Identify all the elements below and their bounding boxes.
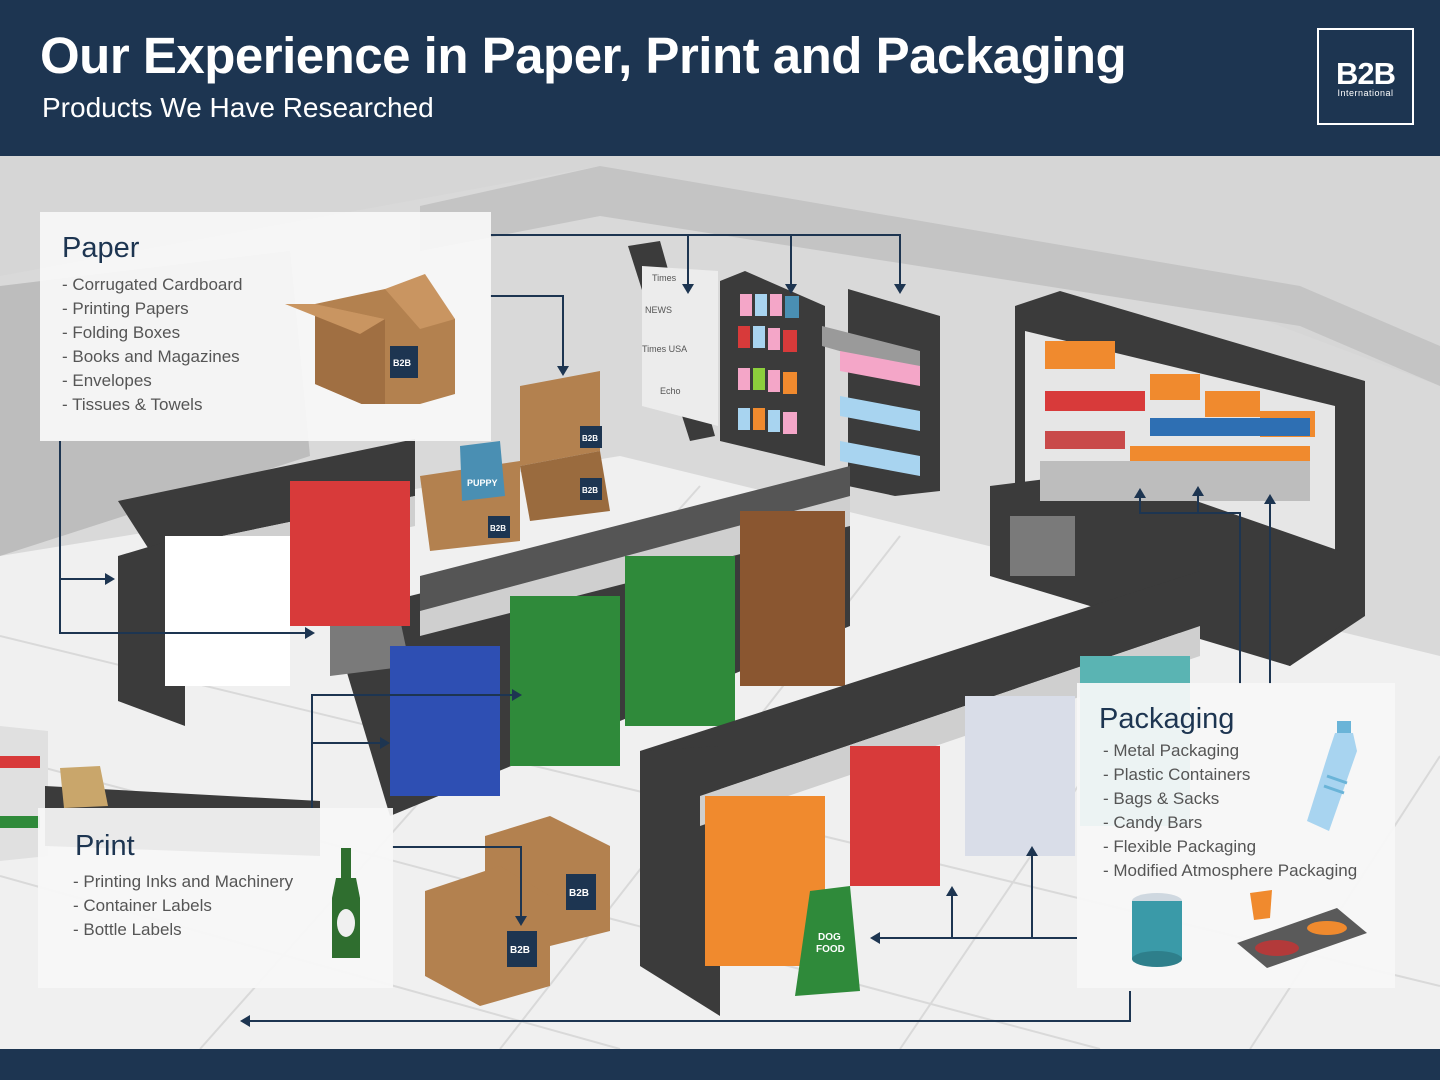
back-aisle (330, 466, 850, 816)
box-label-5: B2B (510, 945, 530, 956)
packaging-title: Packaging (1099, 703, 1235, 735)
logo-subtext: International (1337, 88, 1394, 98)
box-label-4: B2B (569, 888, 589, 899)
puppy-box: PUPPY B2B (420, 441, 520, 551)
magazine-label-1: Times (652, 273, 677, 283)
packaging-item: - Plastic Containers (1103, 765, 1251, 784)
header-bar: Our Experience in Paper, Print and Packa… (0, 0, 1440, 156)
packaging-list: - Metal Packaging - Plastic Containers -… (1103, 739, 1357, 883)
page-title: Our Experience in Paper, Print and Packa… (40, 27, 1127, 84)
print-panel: Print - Printing Inks and Machinery - Co… (38, 808, 393, 988)
paper-item: - Books and Magazines (62, 347, 240, 366)
connector-arrows (59, 234, 1271, 1022)
paper-panel: Paper - Corrugated Cardboard - Printing … (40, 212, 491, 441)
packaging-item: - Modified Atmosphere Packaging (1103, 861, 1358, 880)
magazine-label-2: NEWS (645, 305, 672, 315)
plastic-bottle-icon (1307, 721, 1357, 831)
page-subtitle: Products We Have Researched (42, 92, 434, 123)
magazine-label-3: Times USA (642, 344, 687, 354)
tissue-shelf (118, 439, 415, 726)
paper-title: Paper (62, 232, 140, 264)
box-label-1: B2B (582, 434, 598, 443)
cardboard-box-large: B2B B2B (520, 371, 610, 521)
wall-panel (420, 166, 1440, 386)
print-list: - Printing Inks and Machinery - Containe… (73, 870, 293, 942)
paper-item: - Folding Boxes (62, 323, 181, 342)
b2b-logo: B2B International (1317, 28, 1414, 125)
arrow-heads (105, 284, 1276, 1027)
dog-food-label-2: FOOD (816, 944, 845, 955)
packaging-item: - Metal Packaging (1103, 741, 1240, 760)
packaging-item: - Flexible Packaging (1103, 837, 1257, 856)
box-label-3: B2B (490, 524, 506, 533)
paper-item: - Envelopes (62, 371, 152, 390)
packaging-item: - Candy Bars (1103, 813, 1203, 832)
green-bottle-icon (332, 848, 360, 958)
print-item: - Printing Inks and Machinery (73, 872, 294, 891)
envelope-rack (822, 289, 940, 496)
footer-bar (0, 1049, 1440, 1080)
paper-list: - Corrugated Cardboard - Printing Papers… (62, 273, 242, 417)
print-item: - Container Labels (73, 896, 212, 915)
paper-item: - Printing Papers (62, 299, 189, 318)
back-wall (0, 156, 1440, 386)
box-icon-label: B2B (393, 358, 412, 368)
puppy-label: PUPPY (467, 478, 498, 488)
metal-can-icon (1132, 893, 1182, 967)
paper-item: - Corrugated Cardboard (62, 275, 243, 294)
print-item: - Bottle Labels (73, 920, 182, 939)
cardboard-box-icon: B2B (285, 274, 455, 404)
packaging-item: - Bags & Sacks (1103, 789, 1220, 808)
box-label-2: B2B (582, 486, 598, 495)
paper-item: - Tissues & Towels (62, 395, 203, 414)
map-tray-icon (1237, 890, 1367, 968)
logo-text: B2B (1335, 56, 1396, 91)
print-title: Print (75, 830, 135, 862)
magazine-label-4: Echo (660, 386, 681, 396)
print-boxes: B2B B2B (425, 816, 610, 1006)
packaging-panel: Packaging - Metal Packaging - Plastic Co… (1077, 683, 1395, 988)
dog-food-bag: DOG FOOD (795, 886, 860, 996)
magazine-rack: Times NEWS Times USA Echo (628, 241, 825, 466)
dog-food-label-1: DOG (818, 932, 841, 943)
refrigerator (990, 291, 1365, 666)
